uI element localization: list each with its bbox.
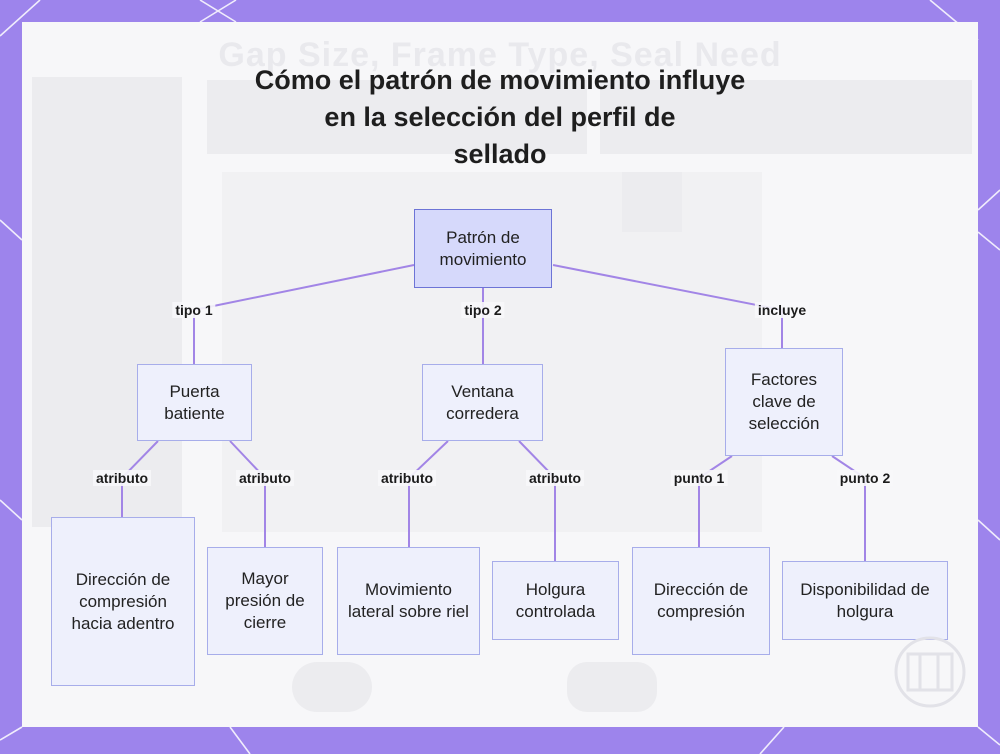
title-line-2: en la selección del perfil de — [324, 102, 676, 132]
background-ghost-panel — [32, 77, 182, 527]
edge-label-punto-1: punto 1 — [670, 470, 728, 486]
background-ghost-shape — [292, 662, 372, 712]
edge-root-puerta — [193, 264, 415, 364]
edge-ventana-movimiento — [408, 440, 449, 547]
edge-label-atributo: atributo — [92, 470, 152, 486]
node-factores-clave[interactable]: Factores clave de selección — [725, 348, 843, 456]
edge-ventana-holgura — [518, 440, 556, 561]
node-puerta-batiente[interactable]: Puerta batiente — [137, 364, 252, 441]
title-line-1: Cómo el patrón de movimiento influye — [254, 65, 746, 95]
node-holgura-controlada[interactable]: Holgura controlada — [492, 561, 619, 640]
edge-label-incluye: incluye — [754, 302, 810, 318]
edge-label-tipo-2: tipo 2 — [461, 302, 505, 318]
background-ghost-banner — [207, 80, 587, 154]
title-line-3: sellado — [453, 139, 547, 169]
background-ghost-heading: Gap Size, Frame Type, Seal Need — [218, 36, 782, 74]
node-movimiento-lateral[interactable]: Movimiento lateral sobre riel — [337, 547, 480, 655]
node-disponibilidad-holgura[interactable]: Disponibilidad de holgura — [782, 561, 948, 640]
node-patron-de-movimiento[interactable]: Patrón de movimiento — [414, 209, 552, 288]
background-ghost-shape-2 — [567, 662, 657, 712]
background-ghost-banner-right — [600, 80, 972, 154]
node-direccion-compresion-adentro[interactable]: Dirección de compresión hacia adentro — [51, 517, 195, 686]
edge-label-tipo-1: tipo 1 — [172, 302, 216, 318]
watermark-logo-icon — [894, 636, 966, 708]
edge-label-punto-2: punto 2 — [836, 470, 894, 486]
diagram-card: Gap Size, Frame Type, Seal Need Cómo el … — [22, 22, 978, 727]
edge-puerta-presion — [229, 440, 266, 547]
background-ghost-thumb — [622, 172, 682, 232]
edge-label-atributo: atributo — [235, 470, 295, 486]
edge-label-atributo: atributo — [377, 470, 437, 486]
node-direccion-compresion[interactable]: Dirección de compresión — [632, 547, 770, 655]
diagram-title: Cómo el patrón de movimiento influye en … — [22, 62, 978, 173]
edge-label-atributo: atributo — [525, 470, 585, 486]
node-ventana-corredera[interactable]: Ventana corredera — [422, 364, 543, 441]
edge-root-factores — [552, 264, 783, 348]
node-mayor-presion[interactable]: Mayor presión de cierre — [207, 547, 323, 655]
